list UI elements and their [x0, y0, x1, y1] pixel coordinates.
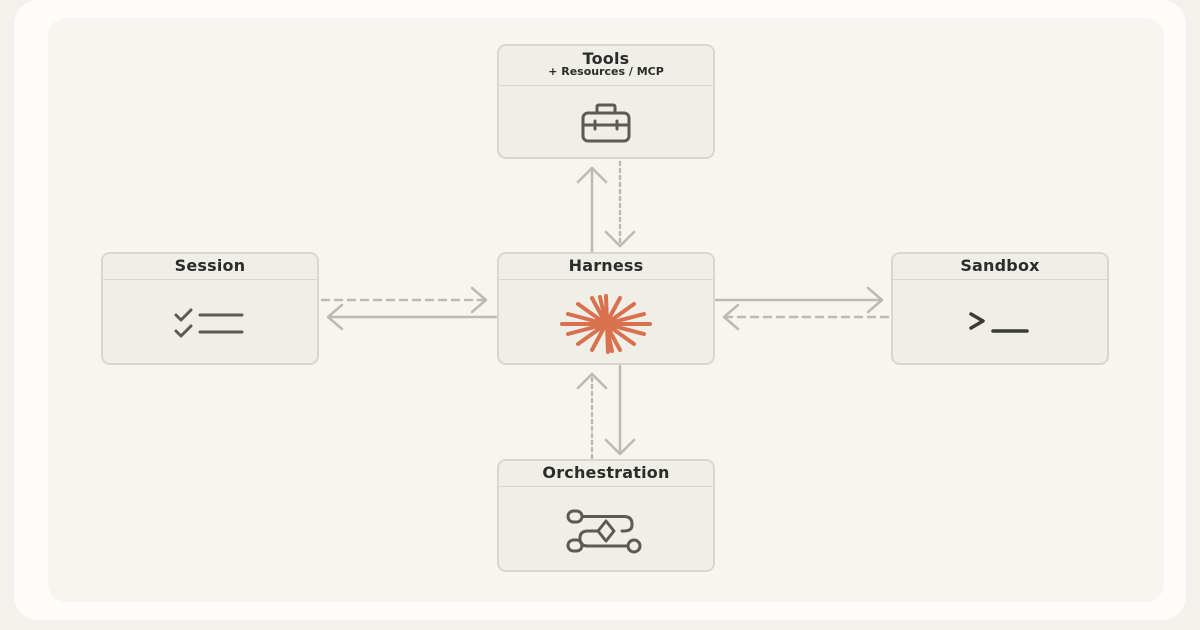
session-node-header: Session: [103, 254, 317, 280]
connector-harness-to-orchestration: [604, 364, 636, 456]
workflow-icon: [499, 489, 713, 570]
sandbox-node: Sandbox: [891, 252, 1109, 365]
connector-harness-to-sandbox: [714, 286, 884, 314]
briefcase-icon: [499, 88, 713, 157]
terminal-prompt-icon: [893, 282, 1107, 363]
harness-node: Harness: [497, 252, 715, 365]
tools-node-subtitle: + Resources / MCP: [548, 65, 664, 78]
sandbox-node-header: Sandbox: [893, 254, 1107, 280]
harness-node-title: Harness: [568, 256, 644, 275]
orchestration-node: Orchestration: [497, 459, 715, 572]
session-node-title: Session: [174, 256, 246, 275]
harness-node-header: Harness: [499, 254, 713, 280]
tools-node: Tools + Resources / MCP: [497, 44, 715, 159]
connector-tools-to-harness: [604, 160, 636, 248]
tools-node-header: Tools + Resources / MCP: [499, 46, 713, 86]
checklist-icon: [103, 282, 317, 363]
connector-session-to-harness: [320, 286, 488, 314]
tools-node-title: Tools: [582, 49, 630, 68]
sandbox-node-title: Sandbox: [960, 256, 1040, 275]
connector-sandbox-to-harness: [722, 303, 890, 331]
orchestration-node-header: Orchestration: [499, 461, 713, 487]
asterisk-burst-icon: [499, 282, 713, 363]
orchestration-node-title: Orchestration: [542, 463, 670, 482]
connector-harness-to-session: [326, 303, 498, 331]
connector-orchestration-to-harness: [576, 372, 608, 460]
session-node: Session: [101, 252, 319, 365]
connector-harness-to-tools: [576, 166, 608, 254]
